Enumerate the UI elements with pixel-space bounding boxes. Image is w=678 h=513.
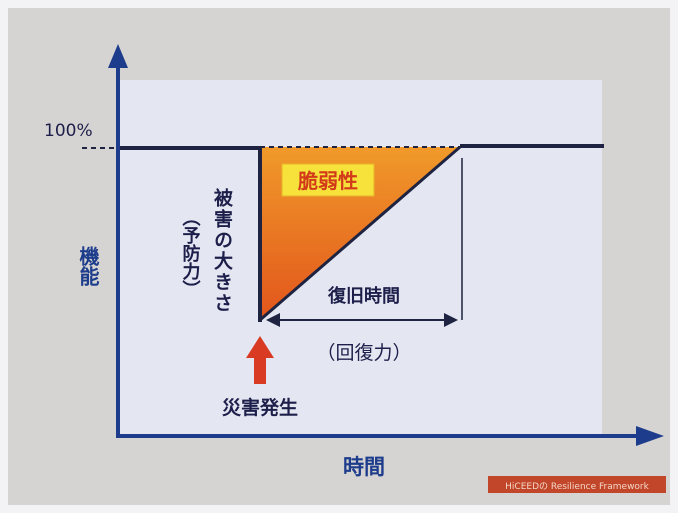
footer-badge	[488, 476, 666, 493]
disaster-arrow-icon	[246, 336, 274, 384]
recovery-time-label: 復旧時間	[327, 285, 400, 307]
x-axis-label: 時間	[343, 455, 385, 479]
prevention-label: （予防力）	[180, 208, 201, 298]
recovery-power-label: （回復力）	[316, 342, 411, 364]
vulnerability-label-box	[281, 163, 375, 197]
arrow-head-right	[444, 313, 458, 327]
damage-label: 被害の大きさ	[211, 187, 233, 314]
y-axis-label: 機能	[76, 246, 100, 286]
triangle-hypotenuse	[259, 145, 461, 322]
disaster-label: 災害発生	[222, 396, 298, 419]
arrow-head-left	[266, 313, 280, 327]
x-axis-arrow-head	[636, 426, 664, 446]
level-100-label: 100%	[44, 121, 93, 141]
plot-area	[118, 80, 602, 436]
y-axis-arrow-head	[108, 44, 128, 68]
footer-badge-text: HiCEEDの Resilience Framework	[505, 482, 649, 492]
vulnerability-label: 脆弱性	[298, 169, 358, 193]
